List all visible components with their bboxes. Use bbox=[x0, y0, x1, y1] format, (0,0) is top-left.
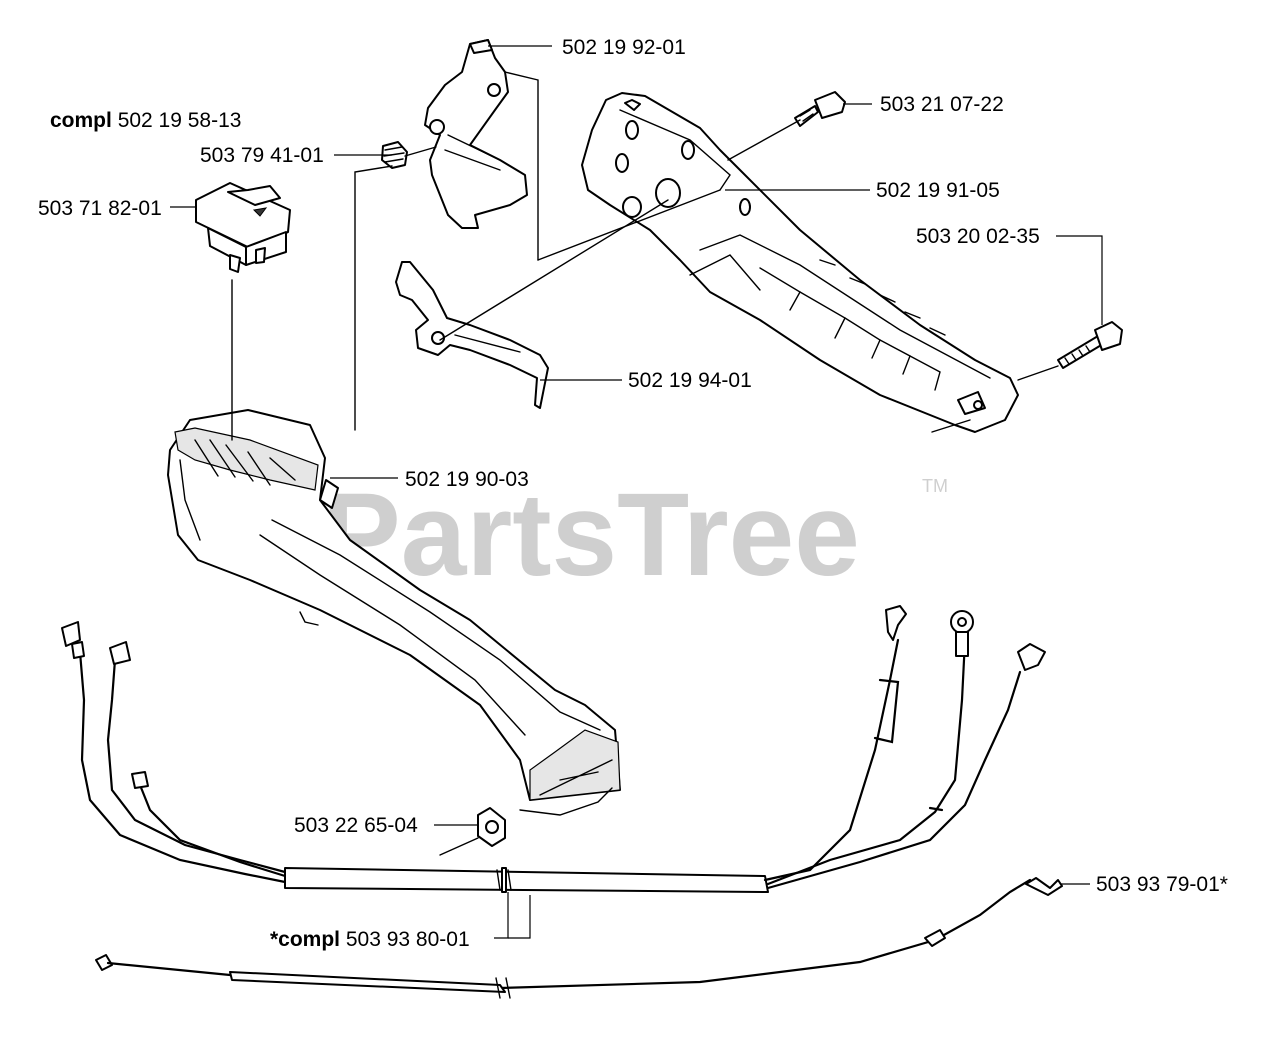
watermark-tm: TM bbox=[922, 476, 948, 496]
stop-switch bbox=[195, 182, 291, 273]
label-nut: 503 22 65-04 bbox=[294, 814, 418, 837]
label-wire-harness-prefix: *compl bbox=[270, 928, 340, 951]
label-assembly: compl 502 19 58-13 bbox=[50, 109, 241, 132]
throttle-lock bbox=[395, 261, 549, 409]
label-handle-half-left: 502 19 90-03 bbox=[405, 468, 529, 491]
handle-half-left bbox=[167, 409, 621, 816]
wire-harness bbox=[61, 605, 1046, 893]
leader-lines bbox=[170, 45, 1103, 939]
label-trigger-lever: 502 19 92-01 bbox=[562, 36, 686, 59]
handle-half-right bbox=[581, 92, 1019, 433]
trigger-lever bbox=[424, 39, 528, 229]
watermark-text: PartsTree bbox=[322, 469, 860, 601]
throttle-cable bbox=[95, 877, 1063, 999]
spring bbox=[381, 141, 408, 169]
label-wire-harness: *compl 503 93 80-01 bbox=[270, 928, 470, 951]
label-screw-top: 503 21 07-22 bbox=[880, 93, 1004, 116]
label-handle-half-right: 502 19 91-05 bbox=[876, 179, 1000, 202]
screw-top bbox=[794, 91, 846, 127]
screw-long bbox=[1057, 321, 1123, 369]
label-spring: 503 79 41-01 bbox=[200, 144, 324, 167]
nut bbox=[477, 807, 506, 847]
label-assembly-number: 502 19 58-13 bbox=[118, 109, 242, 132]
label-assembly-prefix: compl bbox=[50, 109, 112, 132]
label-throttle-cable: 503 93 79-01* bbox=[1096, 873, 1228, 896]
label-screw-long: 503 20 02-35 bbox=[916, 225, 1040, 248]
label-throttle-lock: 502 19 94-01 bbox=[628, 369, 752, 392]
label-wire-harness-number: 503 93 80-01 bbox=[346, 928, 470, 951]
label-switch: 503 71 82-01 bbox=[38, 197, 162, 220]
